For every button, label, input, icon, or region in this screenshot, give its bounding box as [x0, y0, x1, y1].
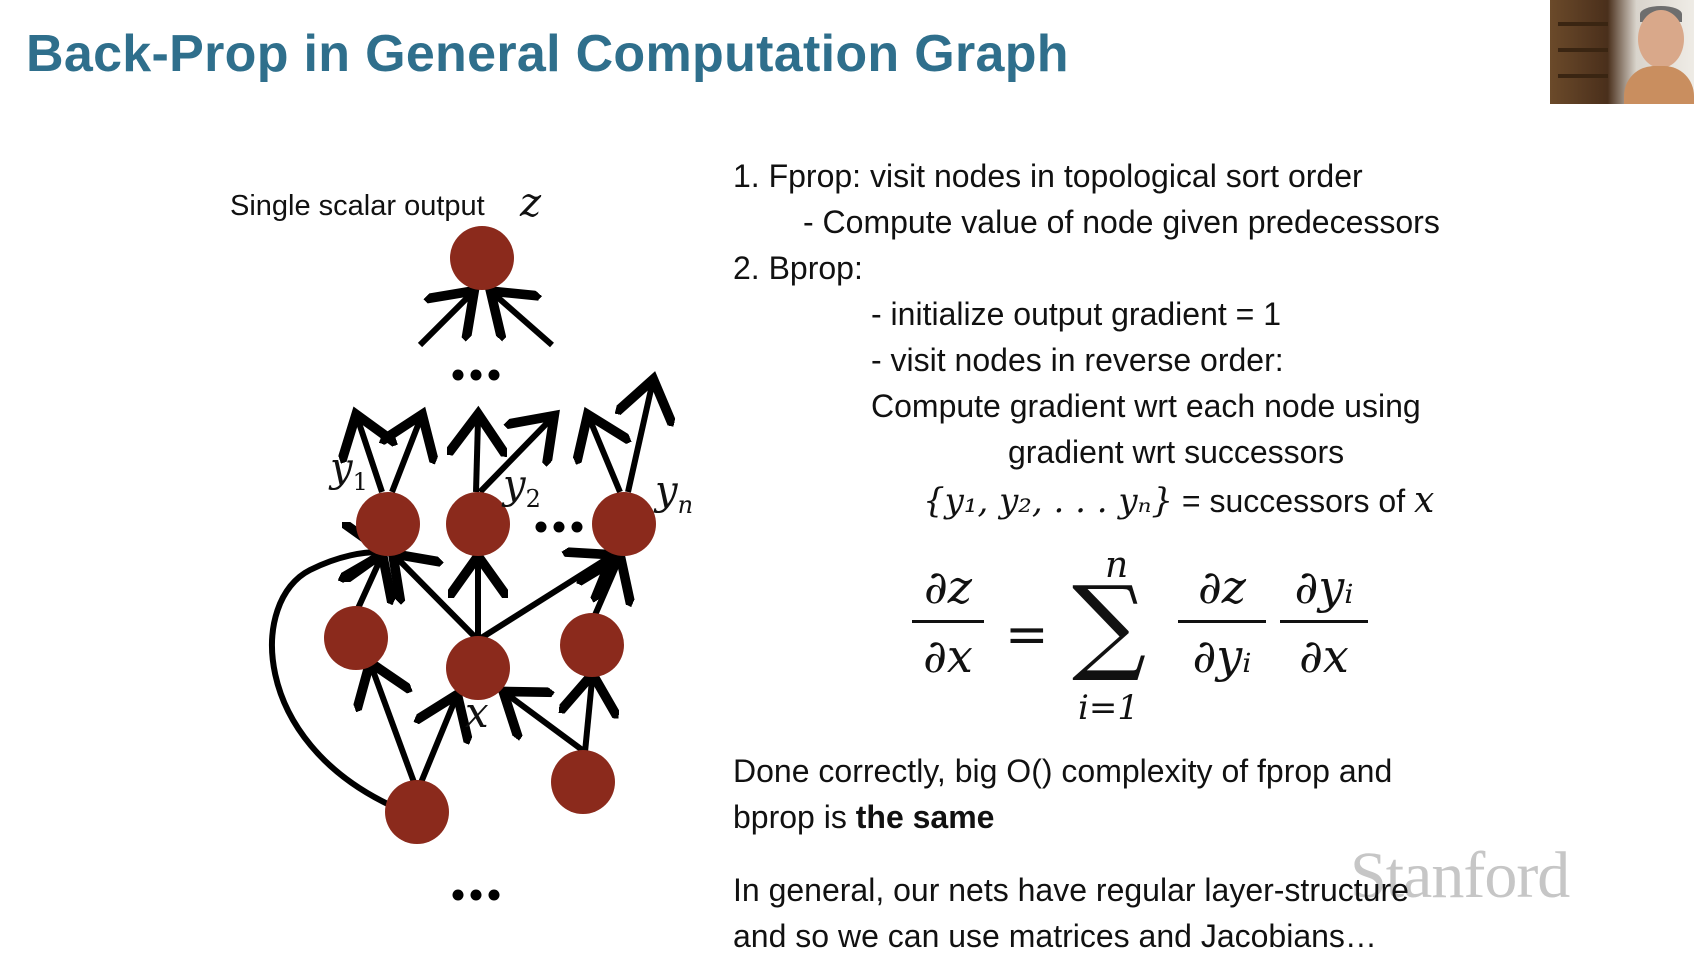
sum-symbol: ∑	[1072, 563, 1147, 685]
yn-label: yn	[655, 468, 694, 519]
note-complexity-1: Done correctly, big O() complexity of fp…	[733, 753, 1393, 789]
node-bottom-right	[551, 750, 615, 814]
edge	[420, 700, 455, 787]
bold-the-same: the same	[855, 799, 995, 835]
successor-var: x	[1414, 480, 1435, 521]
edge	[628, 385, 652, 493]
lhs-fraction: ∂z ∂x	[912, 560, 984, 683]
graph-edges	[269, 295, 652, 809]
edge	[397, 558, 481, 643]
node-mid-right	[560, 613, 624, 677]
node-y1	[356, 492, 420, 556]
edge	[417, 295, 470, 348]
edge	[508, 695, 587, 755]
step-1: 1. Fprop: visit nodes in topological sor…	[733, 158, 1363, 194]
equals-sign: =	[1005, 605, 1049, 665]
step-2: 2. Bprop:	[733, 250, 863, 286]
node-z	[450, 226, 514, 290]
computation-graph	[269, 226, 760, 901]
edge	[592, 562, 618, 624]
graph-nodes	[324, 226, 656, 844]
step-2b: - visit nodes in reverse order:	[871, 342, 1284, 378]
node-y2	[446, 492, 510, 556]
dot	[470, 369, 482, 381]
node-bottom-left	[385, 780, 449, 844]
fraction-dyi-dx: ∂yᵢ ∂x	[1280, 560, 1368, 683]
dot	[452, 369, 464, 381]
dot	[571, 521, 583, 533]
node-x	[446, 636, 510, 700]
y1-label: y1	[330, 445, 368, 496]
edge	[495, 295, 554, 348]
webcam-thumbnail	[1550, 0, 1694, 104]
successors-line: {y₁, y₂, . . . yₙ} = successors of x	[923, 480, 1434, 521]
edge	[372, 668, 418, 787]
edge	[590, 420, 620, 494]
successor-text: = successors of	[1181, 483, 1406, 519]
step-2a: - initialize output gradient = 1	[871, 296, 1282, 332]
edge	[477, 420, 550, 495]
edge	[476, 420, 478, 493]
note-general-2: and so we can use matrices and Jacobians…	[733, 918, 1377, 954]
note-complexity-2: bprop is the same	[733, 799, 995, 835]
sum-upper: n	[1105, 545, 1129, 586]
presenter-face	[1638, 10, 1684, 68]
sum-lower: i=1	[1078, 688, 1139, 728]
edge	[358, 420, 382, 493]
dot	[452, 889, 464, 901]
dot	[470, 889, 482, 901]
step-2d: gradient wrt successors	[1008, 434, 1345, 470]
edge	[392, 420, 420, 494]
step-1a: - Compute value of node given predecesso…	[803, 204, 1440, 240]
edge	[585, 680, 592, 753]
node-mid-left	[324, 606, 388, 670]
successor-set: {y₁, y₂, . . . yₙ}	[923, 481, 1174, 521]
node-yn	[592, 492, 656, 556]
y2-label: y2	[503, 462, 541, 513]
dot	[488, 369, 500, 381]
edge	[269, 552, 394, 809]
dot	[553, 521, 565, 533]
output-var-z: z	[520, 180, 542, 226]
stanford-watermark: Stanford	[1350, 839, 1570, 912]
x-label: x	[465, 688, 489, 737]
step-2c: Compute gradient wrt each node using	[871, 388, 1421, 424]
fraction-dz-dyi: ∂z ∂yᵢ	[1178, 560, 1266, 683]
output-label: Single scalar output	[230, 190, 485, 222]
slide-title: Back-Prop in General Computation Graph	[26, 25, 1069, 83]
dot	[488, 889, 500, 901]
note-general-1: In general, our nets have regular layer-…	[733, 872, 1409, 908]
dot	[535, 521, 547, 533]
ellipsis-dots	[452, 369, 583, 901]
